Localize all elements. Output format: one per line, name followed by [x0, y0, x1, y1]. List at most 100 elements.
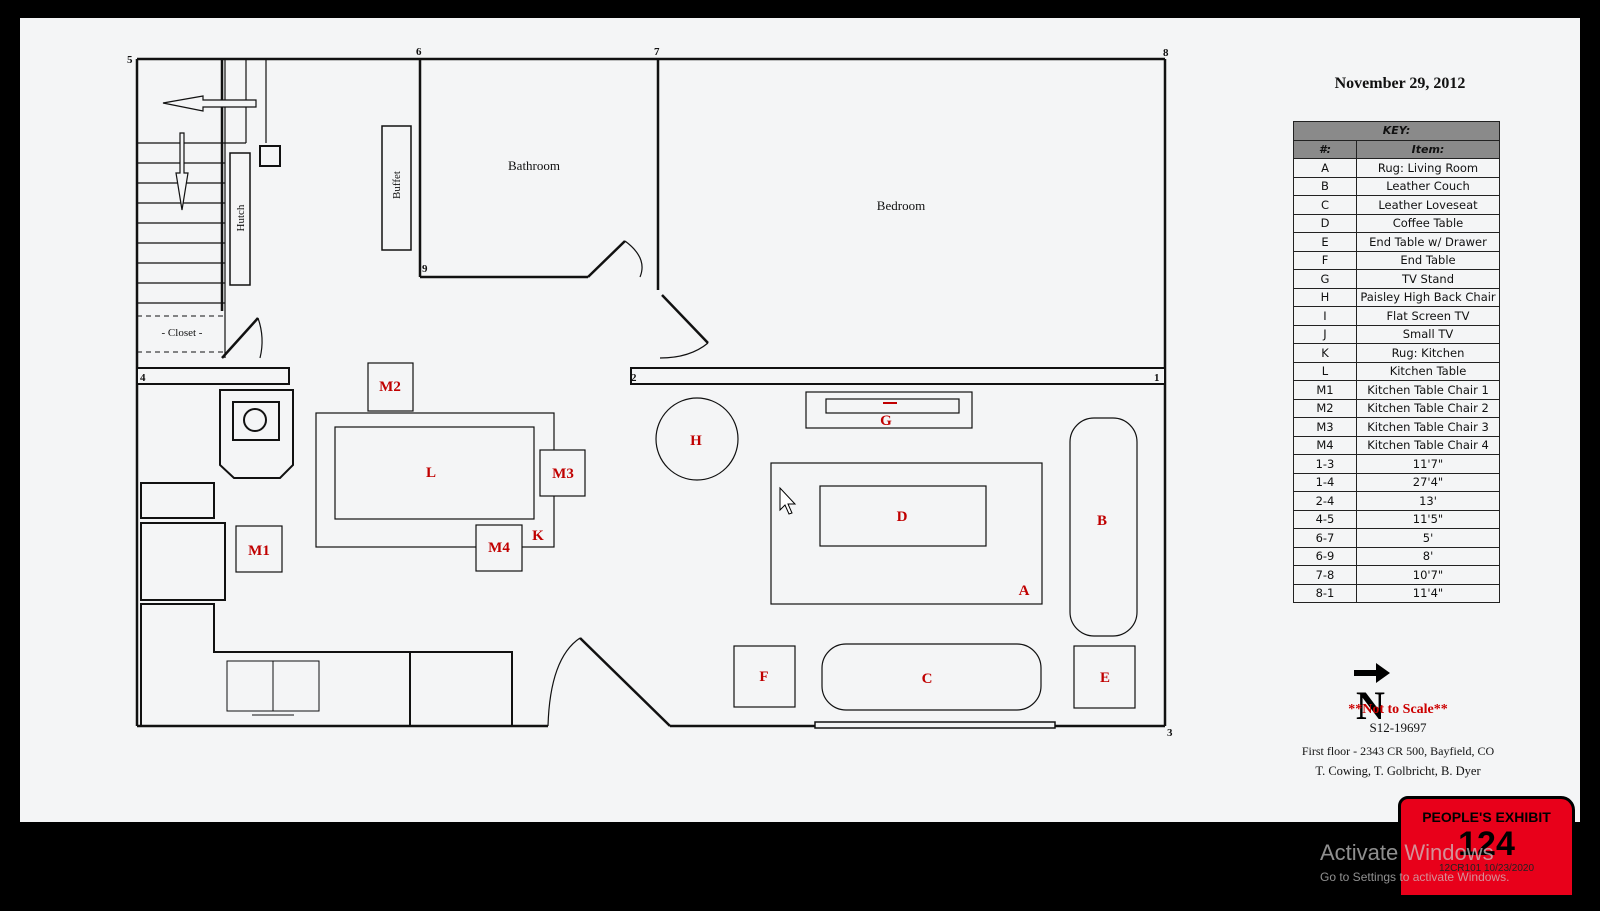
key-row-item: Leather Couch [1356, 176, 1500, 196]
room-label-closet: - Closet - [162, 327, 203, 339]
coffee-table [819, 485, 987, 547]
window-bottom [814, 721, 1056, 729]
room-label-bathroom: Bathroom [508, 158, 560, 173]
key-row-number: E [1293, 232, 1357, 252]
stair-arrow-down [175, 132, 189, 211]
stove [219, 389, 294, 479]
location: First floor - 2343 CR 500, Bayfield, CO [1301, 744, 1495, 758]
floor-plan: Bathroom Bedroom - Closet - Hutch Buffet… [127, 46, 1390, 739]
key-row-item: Flat Screen TV [1356, 306, 1500, 326]
item-label-m3: M3 [552, 466, 574, 482]
chair-m1 [235, 525, 283, 573]
item-label-k: K [532, 528, 544, 544]
key-row-number: M2 [1293, 398, 1357, 418]
key-row-number: 2-4 [1293, 491, 1357, 511]
corner-4: 4 [140, 372, 146, 384]
diagram-date: November 29, 2012 [1334, 75, 1466, 92]
corner-1: 1 [1154, 372, 1160, 384]
key-row-number: D [1293, 213, 1357, 233]
north-letter: N [1356, 683, 1385, 728]
authors: T. Cowing, T. Golbricht, B. Dyer [1315, 764, 1481, 778]
entry-door [579, 637, 671, 727]
key-row-item: 5' [1356, 528, 1500, 548]
key-row-number: G [1293, 269, 1357, 289]
closet-door [221, 317, 259, 359]
watermark-line2: Go to Settings to activate Windows. [1320, 870, 1510, 884]
corner-6: 6 [416, 46, 422, 58]
item-label-h: H [690, 433, 702, 449]
chair-h [655, 397, 739, 481]
key-row-item: Kitchen Table Chair 4 [1356, 435, 1500, 455]
item-label-m2: M2 [379, 379, 401, 395]
key-row-item: 11'5" [1356, 509, 1500, 529]
key-row-item: Small TV [1356, 324, 1500, 344]
label-buffet: Buffet [391, 171, 403, 199]
corner-3: 3 [1167, 727, 1173, 739]
end-table-e [1073, 645, 1136, 709]
key-row-number: M4 [1293, 435, 1357, 455]
key-row-number: 6-7 [1293, 528, 1357, 548]
key-row-item: Kitchen Table Chair 2 [1356, 398, 1500, 418]
key-row-number: C [1293, 195, 1357, 215]
item-label-e: E [1100, 670, 1110, 686]
stair-arrow-left [162, 95, 257, 112]
key-row-item: 11'4" [1356, 583, 1500, 603]
key-row-item: Leather Loveseat [1356, 195, 1500, 215]
chair-m2 [367, 362, 414, 412]
key-row-number: 4-5 [1293, 509, 1357, 529]
exhibit-title: PEOPLE'S EXHIBIT [1422, 809, 1551, 825]
not-to-scale: **Not to Scale** [1348, 702, 1448, 717]
key-row-item: TV Stand [1356, 269, 1500, 289]
item-label-b: B [1097, 513, 1107, 529]
key-row-number: 1-3 [1293, 454, 1357, 474]
key-row-number: I [1293, 306, 1357, 326]
item-label-l: L [426, 465, 436, 481]
corner-2: 2 [631, 372, 637, 384]
door-bed [661, 294, 709, 344]
key-row-number: B [1293, 176, 1357, 196]
key-row-number: M3 [1293, 417, 1357, 437]
key-row-item: 13' [1356, 491, 1500, 511]
exhibit-screen: Bathroom Bedroom - Closet - Hutch Buffet… [20, 18, 1580, 822]
key-row-number: M1 [1293, 380, 1357, 400]
corner-5: 5 [127, 54, 133, 66]
tv-stand [805, 391, 973, 429]
key-row-item: Paisley High Back Chair [1356, 287, 1500, 307]
loveseat-c [821, 643, 1042, 711]
corner-9: 9 [422, 263, 428, 275]
item-label-d: D [897, 509, 908, 525]
key-row-item: 27'4" [1356, 472, 1500, 492]
door-bath [587, 240, 626, 278]
key-row-item: Coffee Table [1356, 213, 1500, 233]
exhibit-number: 124 [1458, 825, 1515, 863]
key-row-item: Rug: Living Room [1356, 158, 1500, 178]
key-row-item: Kitchen Table [1356, 361, 1500, 381]
mouse-cursor-icon [779, 486, 797, 515]
key-row-item: 10'7" [1356, 565, 1500, 585]
buffet [381, 125, 412, 251]
key-row-number: 8-1 [1293, 583, 1357, 603]
key-row-item: End Table [1356, 250, 1500, 270]
exhibit-sticker: PEOPLE'S EXHIBIT 124 12CR101 10/23/2020 [1398, 796, 1575, 898]
north-arrow-icon [1354, 663, 1390, 683]
item-label-c: C [922, 671, 933, 687]
